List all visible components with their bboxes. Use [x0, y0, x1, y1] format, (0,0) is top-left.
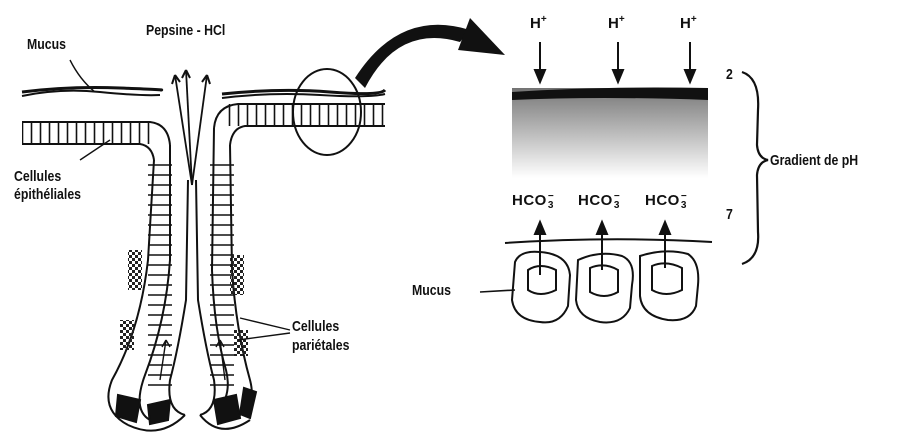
label-pepsine-hcl: Pepsine - HCl	[146, 22, 225, 39]
gradient-brace	[742, 72, 768, 264]
label-cellules-parietales-2: pariétales	[292, 337, 349, 354]
label-mucus-bottom: Mucus	[412, 282, 451, 299]
zoom-arrow	[355, 18, 505, 88]
leader-parietal-1	[240, 318, 290, 330]
h-ion-1: H+	[530, 14, 547, 32]
hco3-ion-1: HCO−3	[512, 192, 554, 210]
hco3-arrows	[535, 222, 670, 275]
label-cellules-epitheliales-1: Cellules	[14, 168, 61, 185]
hco3-ion-3: HCO−3	[645, 192, 687, 210]
mucus-layer-left	[22, 91, 160, 96]
label-ph-2: 2	[726, 66, 733, 83]
label-ph-7: 7	[726, 206, 733, 223]
h-ion-2: H+	[608, 14, 625, 32]
hco3-ion-2: HCO−3	[578, 192, 620, 210]
mucus-layer-zoom	[512, 88, 708, 179]
label-gradient-ph: Gradient de pH	[770, 152, 858, 169]
goblet-cells	[480, 239, 712, 322]
label-cellules-epitheliales-2: épithéliales	[14, 186, 81, 203]
h-arrows	[535, 42, 695, 82]
label-mucus-top: Mucus	[27, 36, 66, 53]
gastric-pit	[22, 60, 385, 431]
h-ion-3: H+	[680, 14, 697, 32]
label-cellules-parietales-1: Cellules	[292, 318, 339, 335]
